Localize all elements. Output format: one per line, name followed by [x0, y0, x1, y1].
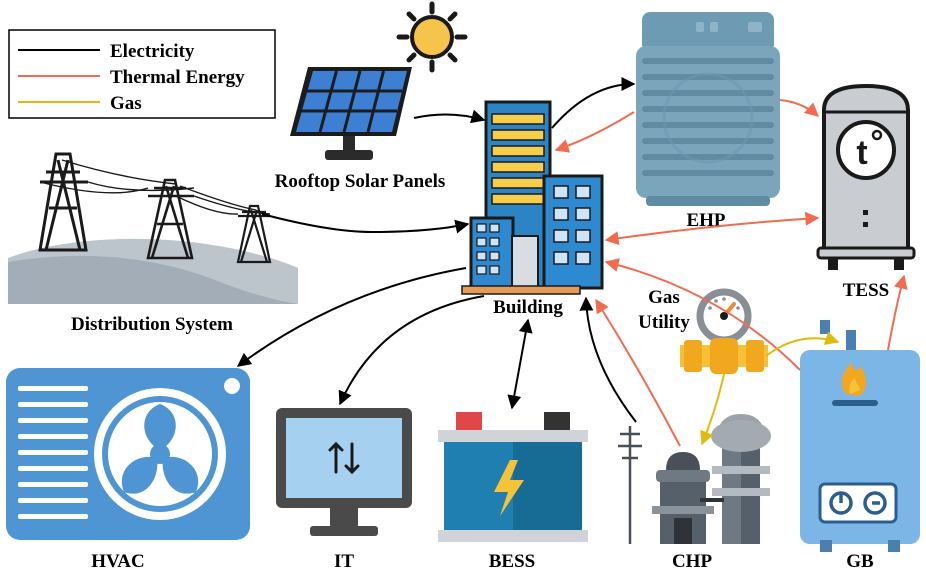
- arrow-gas-to-chp: [700, 373, 725, 446]
- arrow-building-bess-bidirectional: [507, 318, 533, 410]
- arrow-building-to-ehp: [551, 77, 636, 129]
- sun-icon: [396, 1, 468, 73]
- arrow-chp-to-building: [579, 296, 637, 423]
- chp-label: CHP: [672, 551, 713, 572]
- gb-label: GB: [846, 551, 874, 572]
- distribution-label: Distribution System: [71, 314, 233, 335]
- arrow-solar-to-building: [413, 109, 486, 124]
- svg-text:t: t: [856, 134, 867, 172]
- arrow-building-to-hvac: [236, 267, 467, 367]
- heat-pump-icon: [636, 12, 780, 206]
- gas-boiler-icon: [800, 320, 920, 552]
- legend-box: [8, 29, 276, 119]
- legend-gas-label: Gas: [110, 93, 142, 114]
- gas-flows: [700, 331, 840, 446]
- legend-electricity-label: Electricity: [110, 41, 195, 62]
- air-conditioner-icon: [6, 368, 250, 540]
- power-plant-icon: [618, 414, 771, 544]
- gas-utility-label-line1: Gas: [648, 287, 680, 308]
- tess-label: TESS: [843, 280, 889, 301]
- arrow-ehp-to-tess: [779, 99, 820, 117]
- arrow-distribution-to-building: [261, 213, 470, 234]
- legend-thermal-label: Thermal Energy: [110, 67, 245, 88]
- thermal-storage-tank-icon: t: [816, 83, 916, 270]
- bess-label: BESS: [489, 551, 535, 572]
- arrow-gb-to-tess: [887, 274, 908, 351]
- solar-label: Rooftop Solar Panels: [275, 171, 446, 192]
- computer-monitor-icon: [276, 408, 412, 536]
- battery-icon: [438, 412, 588, 542]
- arrow-chp-to-building-thermal: [595, 298, 681, 447]
- it-label: IT: [334, 551, 354, 572]
- electricity-flows: [236, 77, 637, 423]
- hvac-label: HVAC: [91, 551, 145, 572]
- arrow-ehp-to-building: [554, 111, 635, 153]
- thermal-flows: [554, 99, 908, 447]
- arrow-gas-to-gb: [765, 331, 840, 357]
- arrow-building-tess-bidirectional: [604, 211, 820, 246]
- building-icon: [461, 100, 604, 295]
- arrow-building-to-it: [338, 295, 485, 406]
- legend: Electricity Thermal Energy Gas: [8, 29, 276, 119]
- gas-utility-label-line2: Utility: [638, 312, 690, 333]
- gas-meter-icon: [680, 288, 768, 374]
- transmission-tower-icon: [8, 152, 298, 304]
- building-label: Building: [493, 297, 563, 318]
- arrow-gb-to-building: [604, 258, 801, 371]
- solar-panel-icon: [290, 67, 412, 160]
